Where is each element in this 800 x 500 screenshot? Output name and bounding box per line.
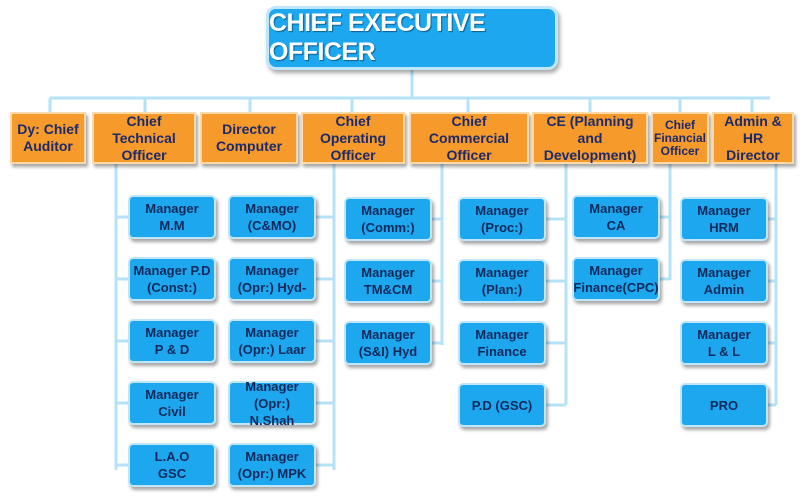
- manager-comm: Manager (Comm:): [344, 197, 432, 241]
- manager-finance: Manager Finance: [458, 321, 546, 365]
- manager-tmcm: Manager TM&CM: [344, 259, 432, 303]
- manager-si-hyd: Manager (S&I) Hyd: [344, 321, 432, 365]
- manager-cmo: Manager (C&MO): [228, 195, 316, 239]
- manager-p-and-d: Manager P & D: [128, 319, 216, 363]
- dept-director-computer: Director Computer: [200, 112, 298, 164]
- dept-admin-hr-director: Admin & HR Director: [712, 112, 794, 164]
- manager-opr-mpk: Manager (Opr:) MPK: [228, 443, 316, 487]
- manager-hrm: Manager HRM: [680, 197, 768, 241]
- manager-pd-const: Manager P.D (Const:): [128, 257, 216, 301]
- dept-chief-operating-officer: Chief Operating Officer: [301, 112, 405, 164]
- dept-chief-commercial-officer: Chief Commercial Officer: [409, 112, 529, 164]
- manager-mm: Manager M.M: [128, 195, 216, 239]
- manager-finance-cpc: Manager Finance(CPC): [572, 257, 660, 301]
- dept-chief-technical-officer: Chief Technical Officer: [92, 112, 196, 164]
- manager-opr-laar: Manager (Opr:) Laar: [228, 319, 316, 363]
- manager-l-and-l: Manager L & L: [680, 321, 768, 365]
- manager-admin: Manager Admin: [680, 259, 768, 303]
- manager-ca: Manager CA: [572, 195, 660, 239]
- pro: PRO: [680, 383, 768, 427]
- manager-opr-nshah: Manager (Opr:) N.Shah: [228, 379, 316, 428]
- manager-plan: Manager (Plan:): [458, 259, 546, 303]
- dept-ce-planning-development: CE (Planning and Development): [532, 112, 648, 164]
- manager-civil: Manager Civil: [128, 381, 216, 425]
- ceo-box: CHIEF EXECUTIVE OFFICER: [266, 6, 558, 70]
- pd-gsc: P.D (GSC): [458, 383, 546, 427]
- manager-opr-hyd: Manager (Opr:) Hyd-: [228, 257, 316, 301]
- manager-proc: Manager (Proc:): [458, 197, 546, 241]
- dept-dy-chief-auditor: Dy: Chief Auditor: [10, 112, 86, 164]
- lao-gsc: L.A.O GSC: [128, 443, 216, 487]
- dept-chief-financial-officer: Chief Financial Officer: [651, 112, 709, 164]
